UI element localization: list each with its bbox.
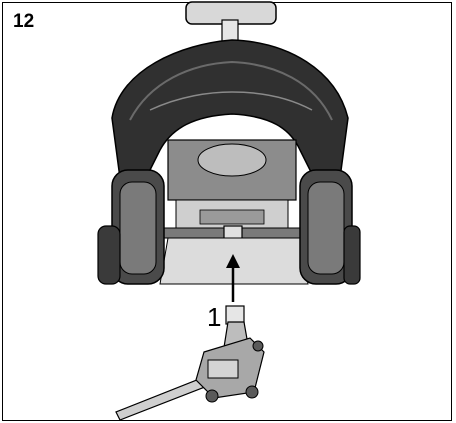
right-rear-wheel <box>299 169 361 285</box>
callout-label: 1 <box>207 302 222 332</box>
figure-number: 12 <box>13 11 35 32</box>
rear-body <box>111 39 349 192</box>
floor-jack <box>115 305 265 421</box>
left-rear-wheel <box>97 169 165 285</box>
seat-back <box>185 1 277 43</box>
chassis <box>149 139 315 285</box>
lift-arrow <box>226 254 240 302</box>
